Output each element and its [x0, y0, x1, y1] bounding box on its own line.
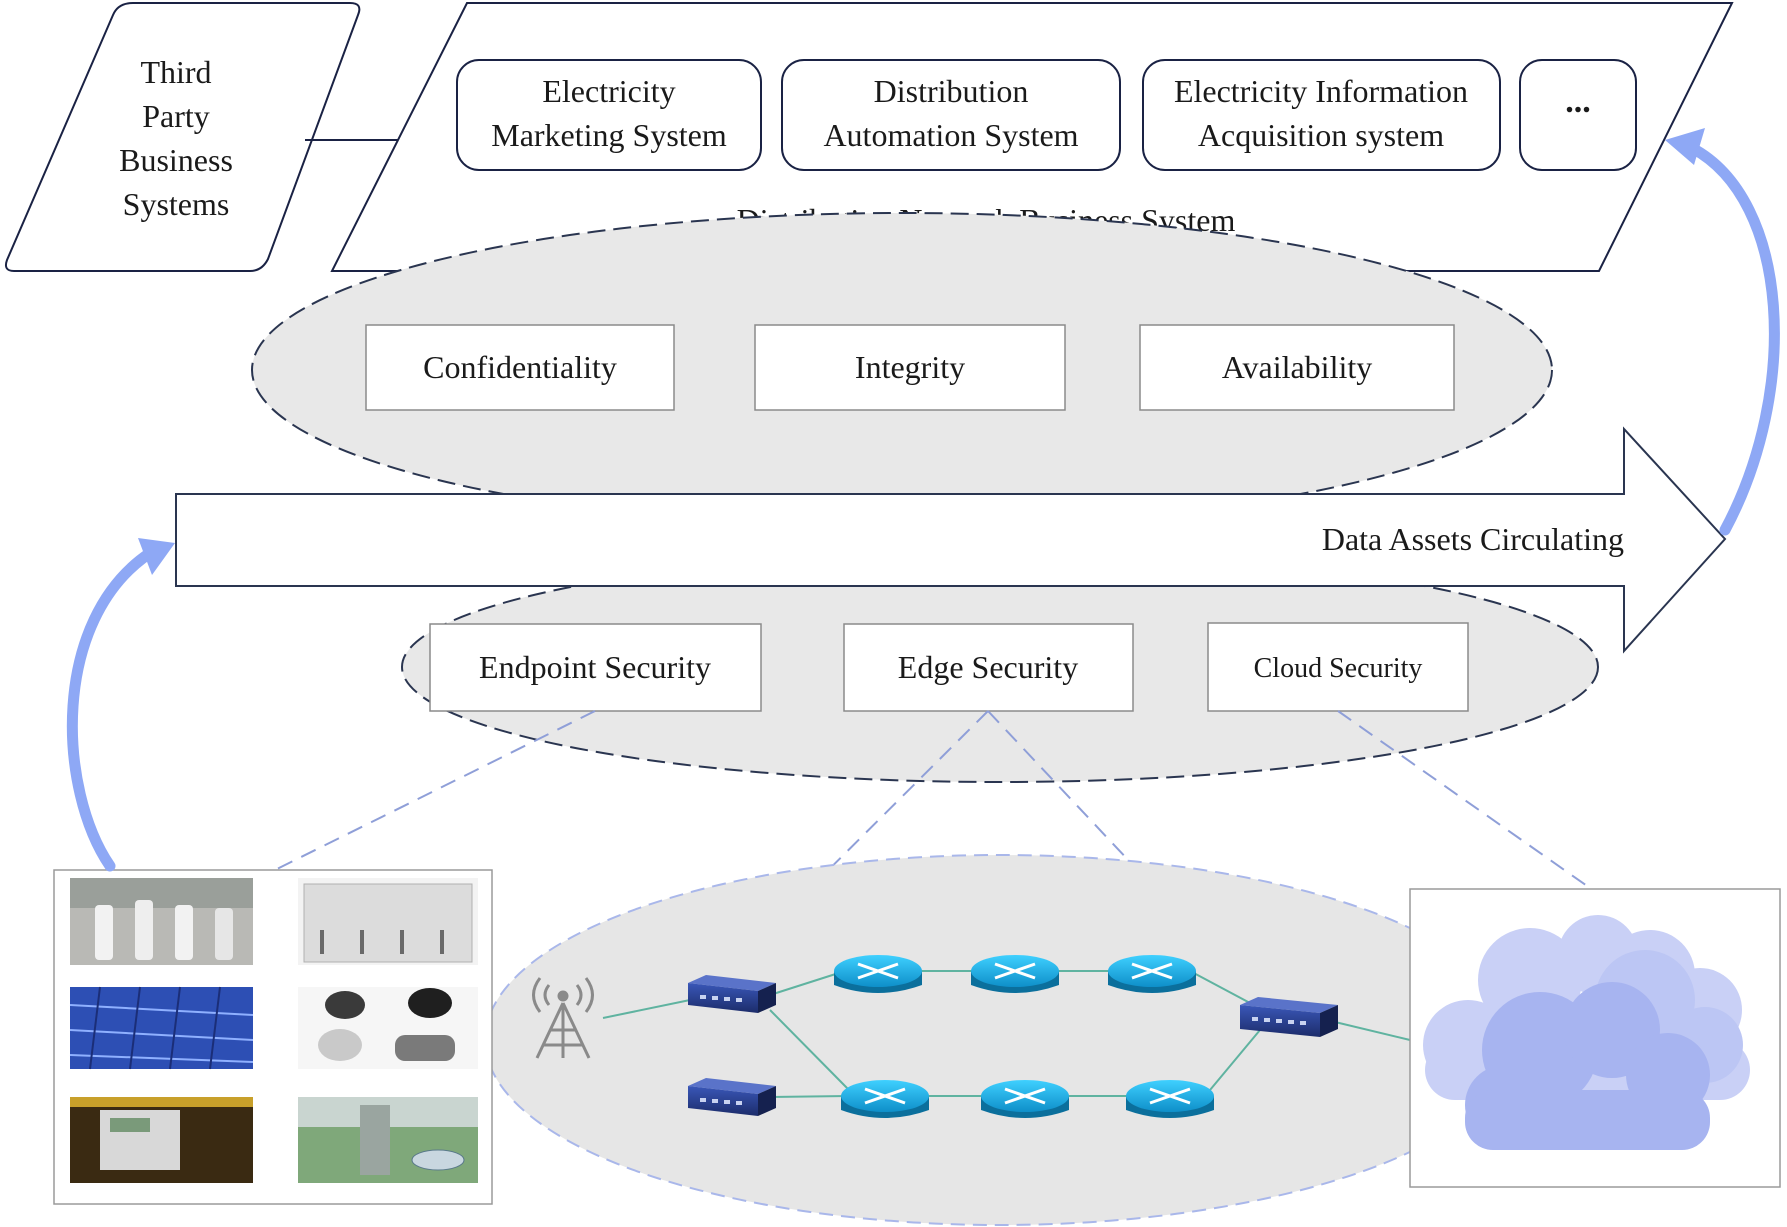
router-icon	[1108, 955, 1196, 993]
cloud-panel	[1409, 888, 1781, 1188]
system-box-electricity-information-acquisition: Electricity Information Acquisition syst…	[1142, 59, 1501, 171]
outdoor-terminal-photo	[298, 1097, 478, 1183]
ellipsis-label: ...	[1565, 83, 1591, 120]
circulation-arrow-shape	[175, 426, 1727, 654]
edge-security-label: Edge Security	[898, 649, 1078, 685]
ev-charger-photo	[70, 878, 253, 965]
edge-network	[484, 854, 1516, 1226]
third-party-parallelogram	[4, 1, 361, 272]
cloud-security-label: Cloud Security	[1254, 653, 1423, 684]
network-switch-icon	[688, 1078, 776, 1116]
flow-arrow-up-right	[1686, 142, 1780, 536]
flow-arrow-head-right	[1665, 128, 1705, 165]
router-icon	[1126, 1080, 1214, 1118]
edge-security-box: Edge Security	[843, 623, 1134, 712]
router-icon	[971, 955, 1059, 993]
flow-arrows	[66, 128, 1780, 872]
network-switch-icon	[1240, 997, 1338, 1037]
antenna-tower-icon	[532, 977, 594, 1059]
system-box-electricity-marketing: Electricity Marketing System	[456, 59, 762, 171]
system-box-more: ...	[1519, 59, 1637, 171]
data-assets-security: Confidentiality Integrity Availability	[251, 212, 1553, 528]
third-party-business-systems: Third Party Business Systems	[4, 1, 361, 272]
integrity-label: Integrity	[855, 349, 965, 385]
system-label: Distribution	[874, 73, 1029, 109]
network-links	[602, 970, 1411, 1098]
cloud-icon	[1423, 915, 1750, 1150]
confidentiality-box: Confidentiality	[365, 324, 675, 411]
system-label: Electricity Information	[1174, 73, 1468, 109]
system-label: Acquisition system	[1198, 117, 1444, 153]
system-label: Electricity	[542, 73, 675, 109]
endpoint-devices-panel	[53, 869, 493, 1205]
cloud-security-box: Cloud Security	[1207, 622, 1469, 712]
network-switch-icon	[688, 975, 776, 1013]
edge-network-ellipse	[484, 854, 1516, 1226]
system-label: Marketing System	[491, 117, 727, 153]
security-cameras-photo	[298, 987, 478, 1069]
system-box-distribution-automation: Distribution Automation System	[781, 59, 1121, 171]
distribution-network-business-system: Electricity Marketing System Distributio…	[330, 1, 1734, 272]
third-party-line-3: Business	[119, 142, 233, 178]
system-label: Automation System	[823, 117, 1078, 153]
electricity-meter-photo	[70, 1097, 253, 1183]
availability-box: Availability	[1139, 324, 1455, 411]
data-assets-circulating-arrow: Data Assets Circulating	[175, 426, 1727, 654]
flow-arrow-up-left	[66, 547, 156, 872]
flow-arrow-head-left	[138, 538, 175, 575]
router-icon	[834, 955, 922, 993]
availability-label: Availability	[1222, 349, 1372, 385]
integrity-box: Integrity	[754, 324, 1066, 411]
solar-panels-photo	[69, 986, 254, 1070]
third-party-line-4: Systems	[123, 186, 230, 222]
confidentiality-label: Confidentiality	[423, 349, 617, 385]
switchgear-cabinet-photo	[298, 878, 478, 965]
router-icon	[841, 1080, 929, 1118]
circulation-label: Data Assets Circulating	[1322, 521, 1624, 557]
endpoint-security-box: Endpoint Security	[429, 623, 762, 712]
endpoint-security-label: Endpoint Security	[479, 649, 711, 685]
third-party-line-2: Party	[142, 98, 210, 134]
router-icon	[981, 1080, 1069, 1118]
third-party-line-1: Third	[140, 54, 211, 90]
